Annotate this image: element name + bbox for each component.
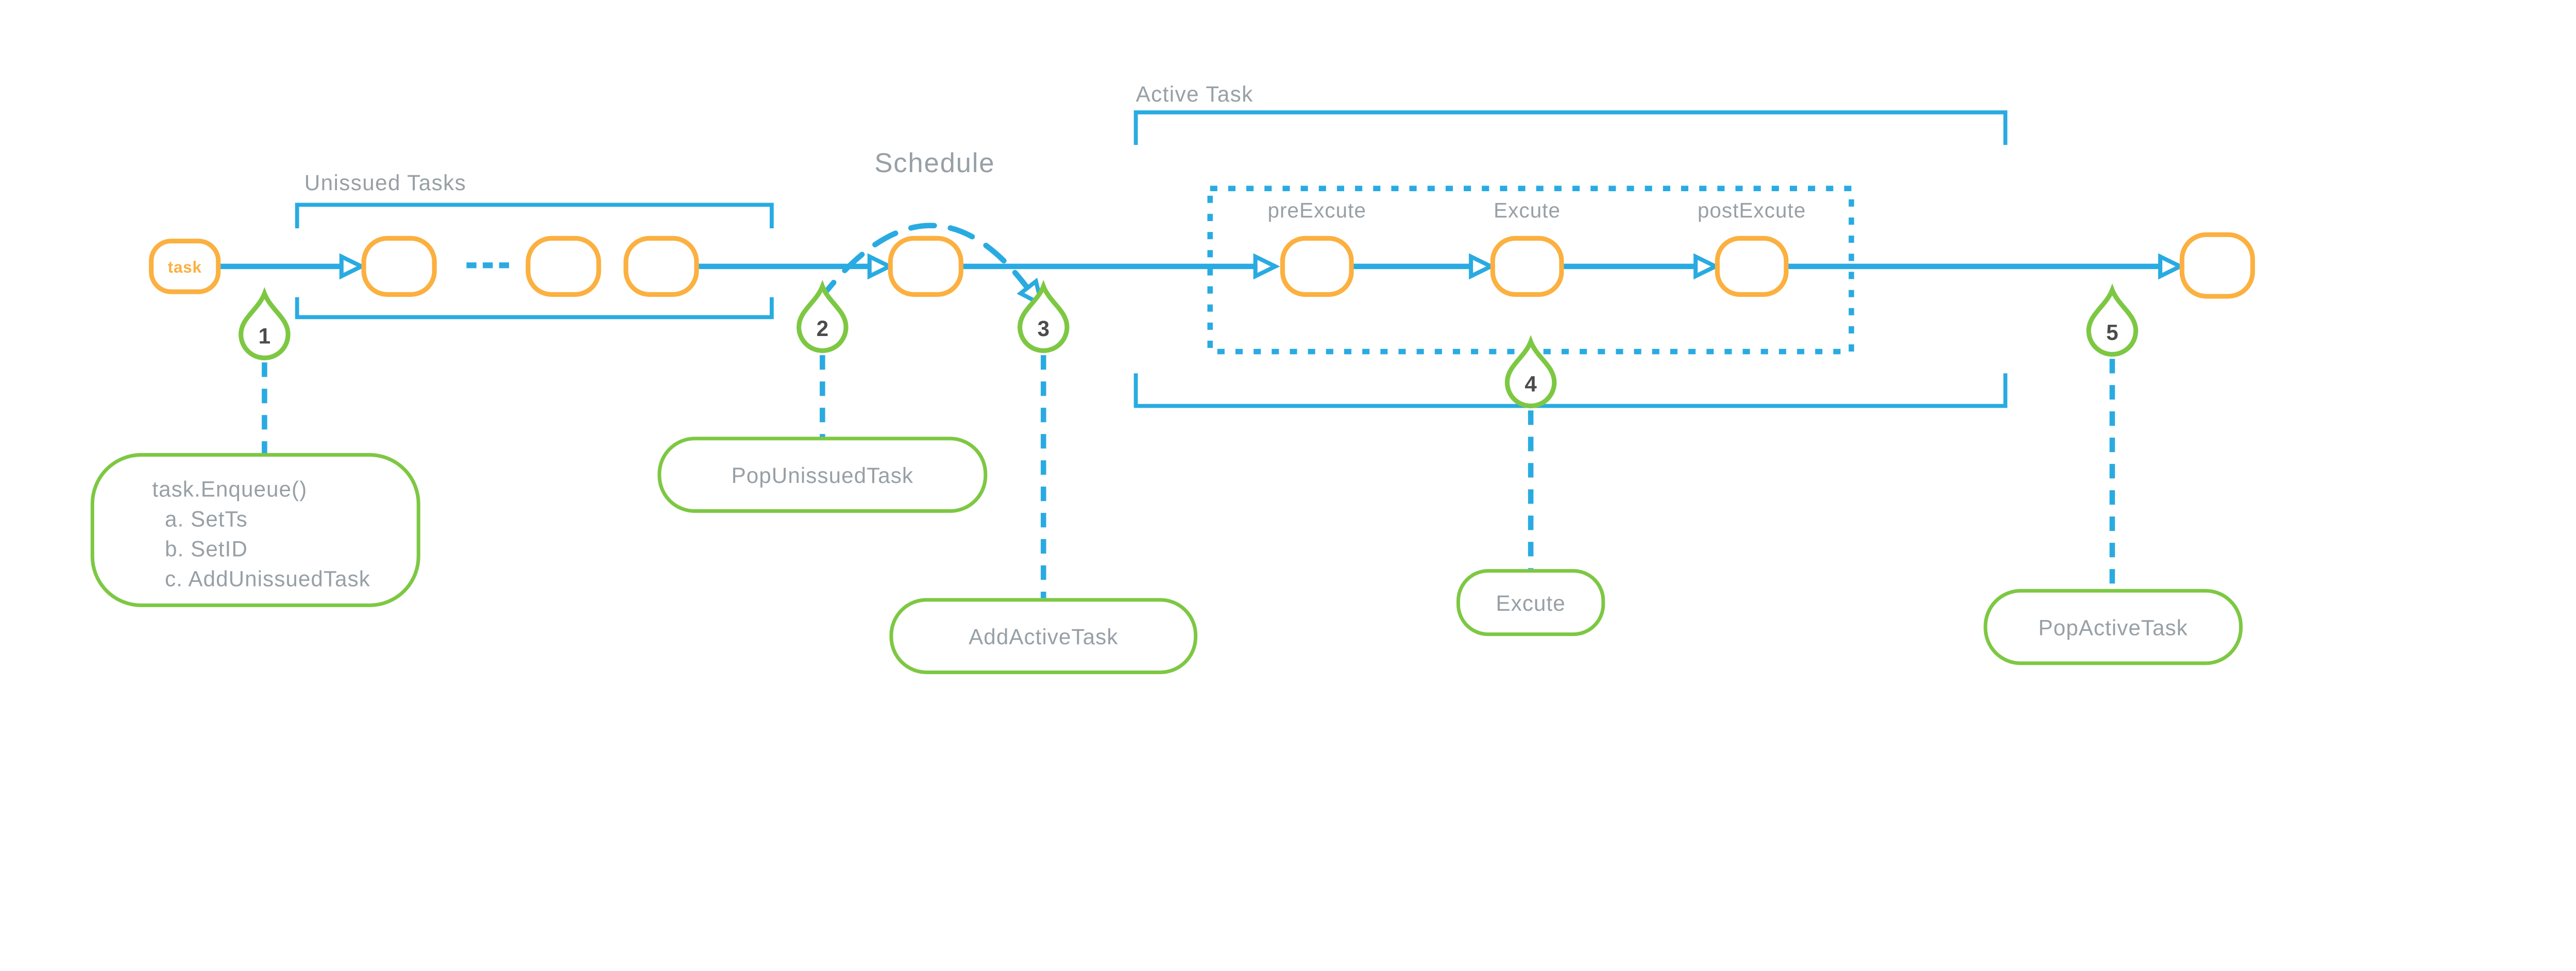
annotation-box-5: PopActiveTask [1984, 589, 2243, 665]
queue-node-3 [623, 236, 699, 297]
excute-node [1490, 236, 1564, 297]
annotation-box-outline [889, 598, 1198, 675]
annotation-line: AddActiveTask [969, 625, 1118, 649]
unissued-tasks-label: Unissued Tasks [304, 171, 466, 195]
annotation-box-2: PopUnissuedTask [657, 437, 988, 513]
marker-4: 4 [1504, 335, 1557, 409]
schedule-node [888, 236, 963, 297]
excute-label: Excute [1494, 198, 1561, 222]
annotation-box-outline [657, 437, 988, 513]
marker-2: 2 [796, 279, 849, 353]
post-excute-label: postExcute [1698, 198, 1806, 222]
diagram-canvas: task Unissued Tasks Schedule Active Task… [90, 81, 2255, 675]
annotation-box-1: task.Enqueue() a. SetTs b. SetID c. AddU… [90, 453, 420, 607]
unissued-tasks-bracket-top [295, 203, 774, 229]
queue-node-1 [361, 236, 437, 297]
annotation-line: Excute [1496, 591, 1566, 615]
active-task-bracket-bottom [1133, 373, 2008, 408]
arrowhead-icon [1693, 253, 1720, 280]
schedule-label: Schedule [874, 148, 995, 178]
droplet-icon [796, 279, 849, 353]
marker-number: 2 [817, 316, 828, 341]
queue-node-2 [526, 236, 601, 297]
arrowhead-icon [867, 253, 894, 280]
arrowhead-icon [1469, 253, 1496, 280]
flow-arrows [218, 253, 2185, 280]
marker-5: 5 [2086, 283, 2139, 357]
arrowhead-icon [1253, 253, 1280, 280]
unissued-tasks-bracket-bottom [295, 297, 774, 320]
annotation-line: PopUnissuedTask [732, 463, 914, 488]
marker-number: 4 [1524, 372, 1537, 396]
annotation-line: c. AddUnissuedTask [165, 566, 370, 591]
post-excute-node [1715, 236, 1789, 297]
task-scheduling-diagram: task Unissued Tasks Schedule Active Task… [90, 81, 2255, 675]
annotation-box-outline [90, 453, 420, 607]
marker-number: 1 [259, 324, 270, 348]
annotation-box-outline [1984, 589, 2243, 665]
marker-3: 3 [1018, 279, 1070, 353]
queue-ellipsis-icon [466, 262, 510, 269]
droplet-icon [1018, 279, 1070, 353]
droplet-icon [2086, 283, 2139, 357]
pre-excute-node [1280, 236, 1354, 297]
annotation-line: PopActiveTask [2038, 615, 2188, 640]
annotation-line: a. SetTs [165, 507, 248, 531]
pre-excute-label: preExcute [1268, 198, 1367, 222]
task-node [149, 239, 221, 294]
marker-number: 5 [2106, 320, 2118, 344]
annotation-box-outline [1456, 569, 1605, 637]
annotation-box-3: AddActiveTask [889, 598, 1198, 675]
marker-1: 1 [239, 287, 291, 361]
annotation-line: task.Enqueue() [152, 477, 307, 501]
final-node [2179, 232, 2255, 299]
arrowhead-icon [2158, 253, 2185, 280]
annotation-line: b. SetID [165, 537, 248, 561]
droplet-icon [239, 287, 291, 361]
active-task-bracket-top [1133, 110, 2008, 145]
task-node-label: task [168, 258, 202, 276]
arrowhead-icon [339, 253, 366, 280]
annotation-box-4: Excute [1456, 569, 1605, 637]
active-task-label: Active Task [1136, 82, 1253, 106]
marker-number: 3 [1038, 316, 1049, 341]
droplet-icon [1504, 335, 1557, 409]
